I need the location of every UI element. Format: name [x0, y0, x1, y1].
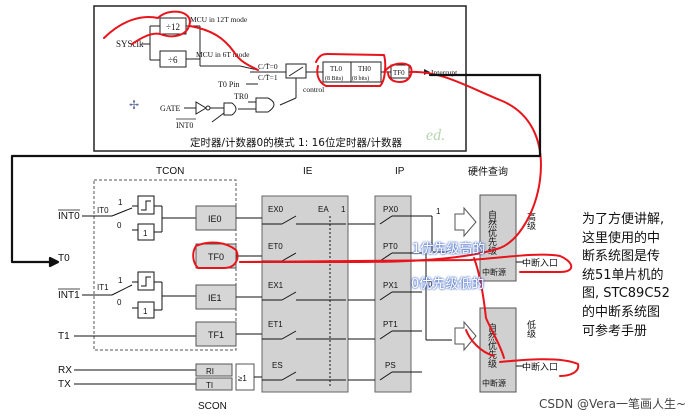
red-annotation-path — [103, 10, 580, 377]
enable-ex1: EX1 — [268, 281, 284, 290]
input-int1: INT1 — [58, 290, 80, 301]
divide-6-label: ÷6 — [168, 55, 178, 65]
priority-pt0: PT0 — [383, 242, 398, 251]
it1-label: IT1 — [97, 283, 109, 292]
tl0-bits: (8 Bits) — [325, 75, 343, 82]
side-note-line: 图, STC89C52 — [582, 286, 670, 302]
priority-px0: PX0 — [383, 205, 399, 214]
hw-query-high-box — [479, 194, 517, 282]
interrupt-label: Interrupt — [431, 68, 458, 77]
ct0-label: C/T̄=0 — [258, 62, 278, 71]
priority-px1: PX1 — [383, 281, 399, 290]
ip-column — [374, 195, 412, 393]
flag-tf1-label: TF1 — [208, 330, 224, 340]
input-t0: T0 — [58, 253, 70, 264]
irq-source-high: 中断源 — [482, 267, 506, 277]
t0-pin-label: T0 Pin — [218, 80, 240, 89]
side-note-line: 断系统图是传 — [582, 249, 661, 265]
it0-one: 1 — [118, 198, 123, 207]
ie-header: IE — [303, 166, 313, 177]
natural-priority-low: 自然优先级 — [486, 322, 497, 369]
ip-bus-one: 1 — [436, 207, 441, 216]
tr0-label: TR0 — [234, 92, 248, 101]
it1-one: 1 — [118, 276, 123, 285]
vector-entry-low: 中断入口 — [522, 361, 558, 373]
flag-tf0-label: TF0 — [208, 252, 224, 262]
enable-ex0: EX0 — [268, 205, 284, 214]
flag-tf0 — [195, 243, 237, 269]
low-level-label: 低级 — [525, 319, 536, 339]
it1-zero: 0 — [117, 298, 122, 307]
high-arrow-icon — [454, 206, 477, 238]
flag-ie1-label: IE1 — [208, 293, 222, 303]
hw-query-low-box — [479, 307, 517, 393]
th0-label: TH0 — [358, 65, 371, 73]
high-level-label: 高级 — [525, 211, 536, 231]
mode1-caption: 定时器/计数器0的模式 1: 16位定时器/计数器 — [190, 136, 403, 149]
ghost-watermark: ed. — [426, 127, 445, 144]
control-label: control — [303, 85, 324, 94]
level-box-1-text: 1 — [143, 307, 148, 316]
flag-ie1 — [195, 284, 237, 310]
tf0-label: TF0 — [393, 69, 405, 77]
or-gate-label: ≥1 — [238, 374, 247, 383]
ip-header: IP — [395, 166, 405, 177]
ea-label: EA — [318, 205, 329, 214]
flag-ti-label: TI — [206, 381, 213, 390]
ct1-label: C/T̄=1 — [258, 73, 278, 82]
tl0-label: TL0 — [330, 65, 343, 73]
side-note-line: 为了方便讲解, — [582, 212, 665, 227]
it0-zero: 0 — [117, 221, 122, 230]
ie-column — [261, 195, 349, 393]
timer0-mode1-diagram: SYSclk ÷12 ÷6 MCU in 12T mode MCU in 6T … — [93, 5, 467, 152]
enable-es: ES — [272, 361, 283, 370]
sysclk-label: SYSclk — [116, 39, 144, 49]
side-note-line: 的中断系统图 — [582, 304, 661, 320]
int0-pin-label: INT0 — [176, 121, 193, 130]
flag-ie0 — [195, 205, 237, 231]
side-note-line: 可参考手册 — [582, 323, 648, 339]
ip-bus-zero: 0 — [428, 280, 433, 289]
divide-12-label: ÷12 — [166, 22, 180, 32]
side-note-line: 统51单片机的 — [582, 267, 664, 283]
side-note-line: 这里使用的中 — [582, 230, 661, 246]
input-int0: INT0 — [58, 211, 80, 222]
enable-et0: ET0 — [268, 242, 283, 251]
overlay-high-priority: 1优先级高的 — [412, 242, 486, 257]
priority-ps: PS — [385, 361, 396, 370]
level-box-0-text: 1 — [143, 229, 148, 238]
ea-one: 1 — [341, 205, 346, 214]
flag-ri — [195, 363, 233, 377]
natural-priority-high: 自然优先级 — [486, 209, 497, 256]
flag-ti — [195, 377, 233, 391]
tcon-header: TCON — [156, 166, 184, 177]
th0-bits: (8 bits) — [352, 75, 369, 82]
flag-tf1 — [195, 321, 237, 347]
side-note: 为了方便讲解, 这里使用的中 断系统图是传 统51单片机的 图, STC89C5… — [582, 211, 684, 341]
mode-6t-label: MCU in 6T mode — [196, 50, 250, 59]
scon-label: SCON — [198, 401, 227, 412]
flag-ie0-label: IE0 — [208, 214, 222, 224]
mode-12t-label: MCU in 12T mode — [190, 15, 248, 24]
input-tx: TX — [58, 379, 71, 390]
input-rx: RX — [58, 365, 72, 376]
irq-source-low: 中断源 — [482, 378, 506, 388]
crosshair-icon: ✢ — [129, 98, 139, 112]
priority-pt1: PT1 — [383, 320, 398, 329]
gate-label: GATE — [160, 104, 181, 113]
vector-entry-high: 中断入口 — [522, 257, 558, 269]
it0-label: IT0 — [97, 206, 109, 215]
input-t1: T1 — [58, 331, 70, 342]
low-arrow-icon — [454, 320, 477, 352]
overlay-low-priority: 0优先级低的 — [411, 277, 485, 292]
hw-query-header: 硬件查询 — [468, 165, 508, 178]
enable-et1: ET1 — [268, 320, 283, 329]
csdn-watermark: CSDN @Vera一笔画人生~ — [538, 397, 686, 411]
flag-ri-label: RI — [206, 367, 214, 376]
black-flow-line — [10, 73, 542, 268]
